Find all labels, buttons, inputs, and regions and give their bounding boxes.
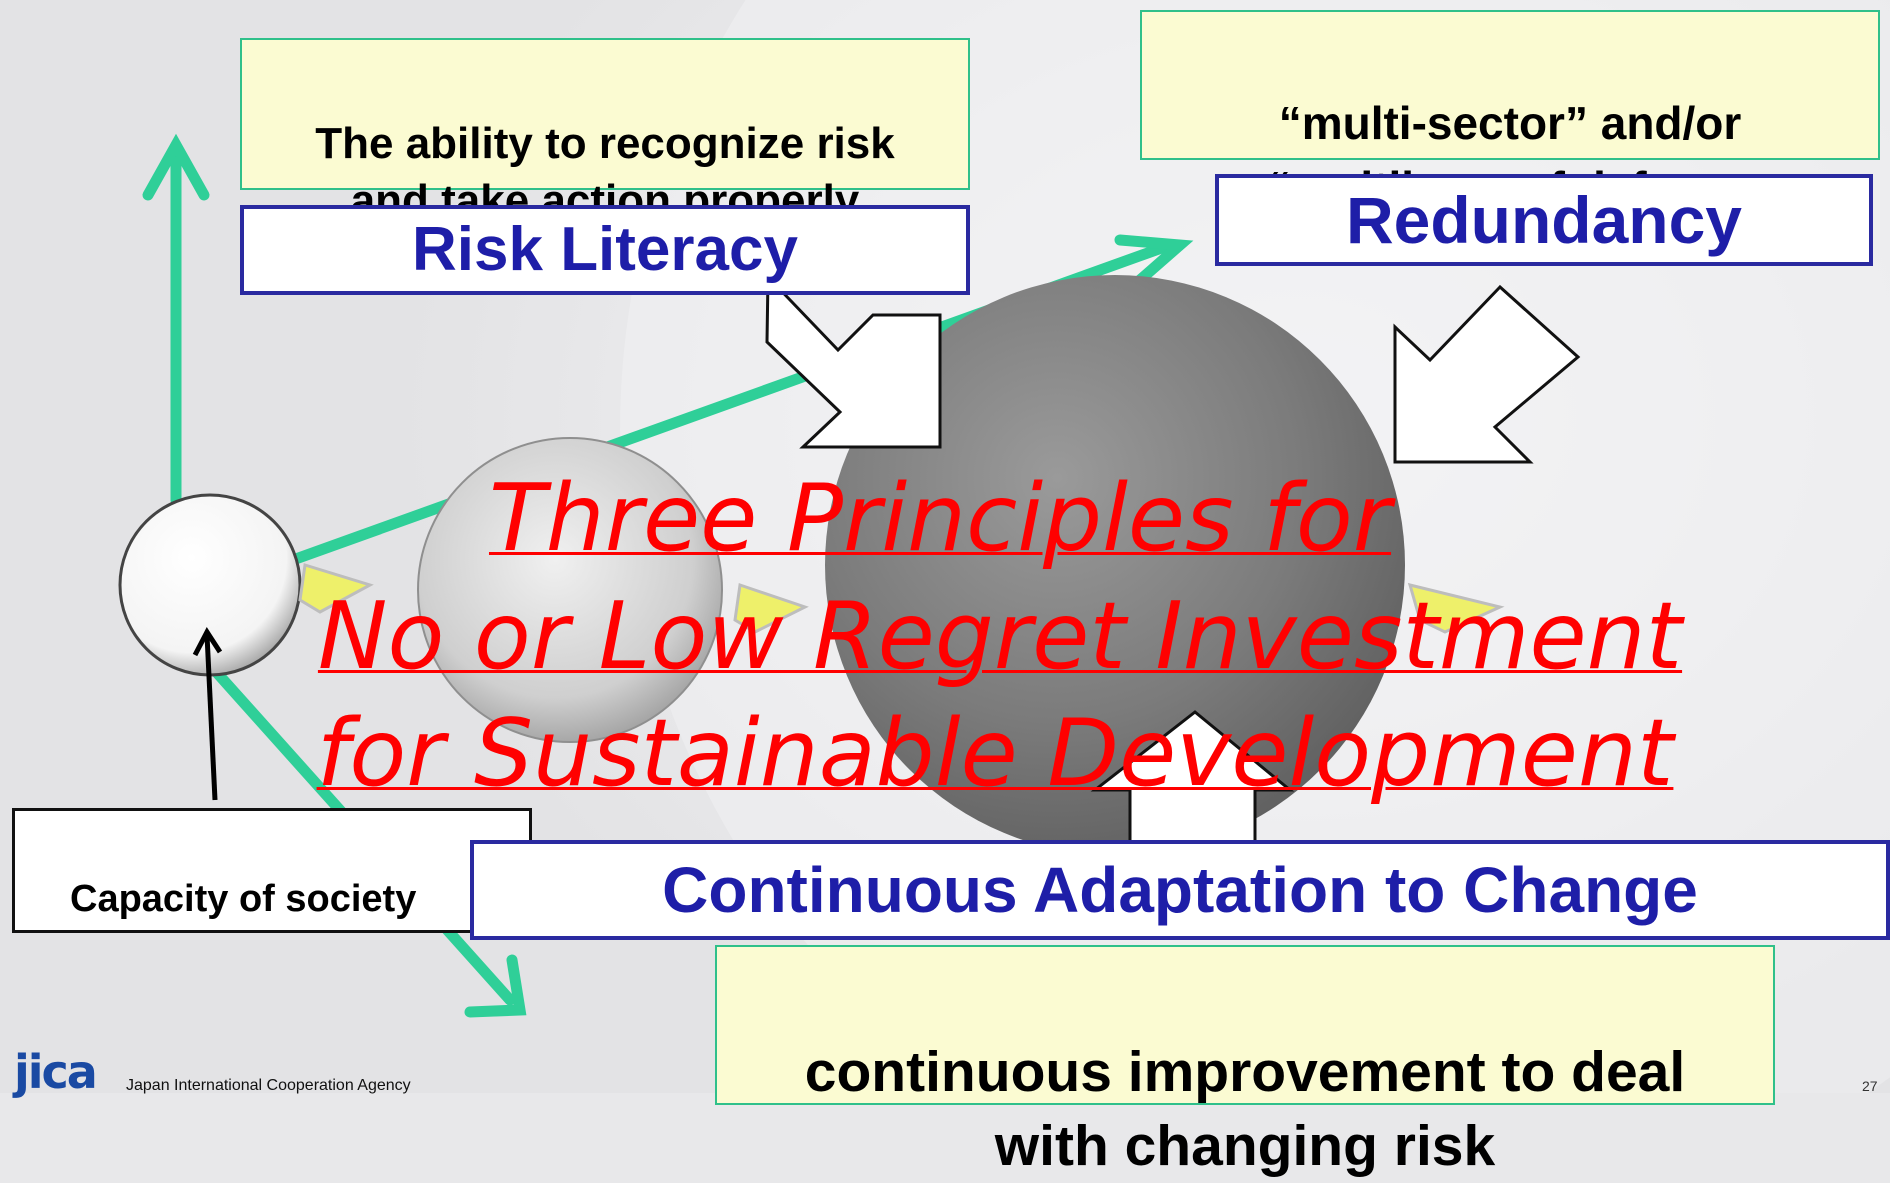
- yellow-chevrons: [298, 563, 1505, 634]
- black-arrow: [192, 627, 223, 801]
- adaptation-label: Continuous Adaptation to Change: [662, 854, 1698, 926]
- title-line-3: for Sustainable Development: [316, 699, 1674, 807]
- title-line-1: Three Principles for: [488, 464, 1392, 572]
- footer-organization: Japan International Cooperation Agency: [126, 1077, 411, 1094]
- title-line-2: No or Low Regret Investment: [317, 582, 1683, 690]
- risk-literacy-label: Risk Literacy: [412, 215, 798, 284]
- multi-sector-box: “multi-sector” and/or “multilayer of def…: [1140, 10, 1880, 214]
- redundancy-box: Redundancy: [1215, 174, 1873, 266]
- capacity-box: Capacity of society To cope with disaste: [12, 808, 532, 933]
- redundancy-label: Redundancy: [1345, 183, 1743, 257]
- diagram-art: [118, 133, 1581, 1018]
- improvement-box: continuous improvement to deal with chan…: [715, 945, 1775, 1178]
- risk-literacy-box: Risk Literacy: [240, 205, 970, 295]
- page-number: 27: [1862, 1078, 1878, 1094]
- capacity-text: Capacity of society To cope with disaste: [70, 878, 417, 920]
- white-block-arrows: [765, 273, 1581, 847]
- jica-logo: jica: [14, 1045, 98, 1099]
- large-gray-circle: [825, 275, 1405, 855]
- adaptation-box: Continuous Adaptation to Change: [470, 840, 1890, 940]
- ability-box: The ability to recognize risk and take a…: [240, 38, 970, 225]
- improvement-text: continuous improvement to deal with chan…: [804, 1040, 1686, 1178]
- logo-text: jica: [14, 1045, 98, 1099]
- medium-circle: [417, 437, 723, 743]
